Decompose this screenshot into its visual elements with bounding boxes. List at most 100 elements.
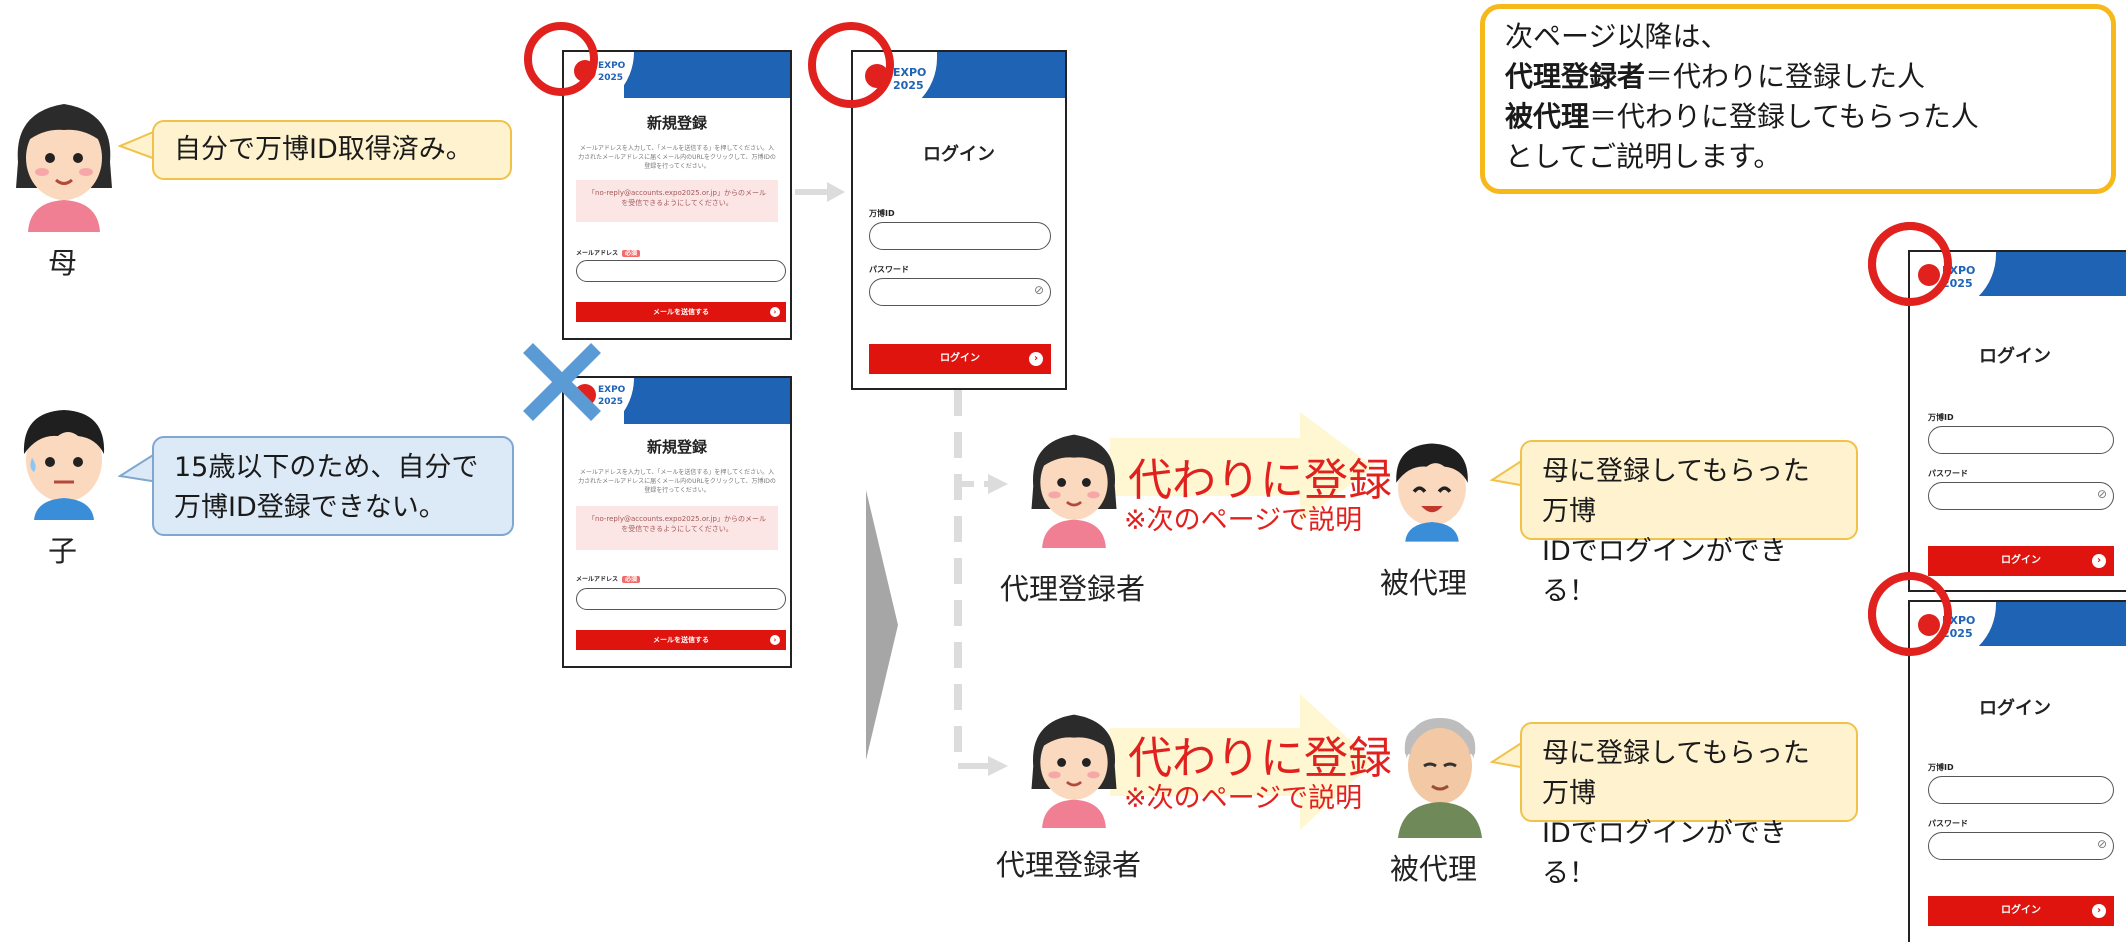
registrant-avatar-row1	[1031, 434, 1117, 548]
mother-avatar	[16, 104, 112, 232]
chevron-right-icon: ›	[1029, 352, 1043, 366]
note-line1: 次ページ以降は、	[1505, 20, 1729, 53]
id-label: 万博ID	[869, 209, 895, 218]
id-label: 万博ID	[1928, 413, 1954, 422]
proxy-register-note: ※次のページで説明	[1124, 505, 1363, 536]
registrant-label-row1: 代理登録者	[1000, 572, 1146, 606]
highlight-ring	[1868, 572, 1952, 656]
login-button[interactable]: ログイン ›	[1928, 896, 2114, 926]
header-band	[624, 52, 790, 98]
proxied-bubble-tail-row1	[1490, 457, 1526, 487]
register-description: メールアドレスを入力して、「メールを送信する」を押してください。入力されたメール…	[578, 145, 776, 170]
proxy-arrow-row1	[1110, 412, 1374, 522]
header-band	[1970, 602, 2126, 646]
login-title: ログイン	[1979, 346, 2051, 367]
register-title: 新規登録	[646, 114, 707, 132]
note-line3: 被代理＝代わりに登録してもらった人	[1505, 97, 2091, 137]
proxy-arrow-row2	[1110, 694, 1374, 830]
chevron-right-icon: ›	[2092, 554, 2106, 568]
highlight-ring	[524, 22, 598, 96]
proxied-elder-avatar	[1398, 718, 1482, 838]
note-line4: としてご説明します。	[1505, 140, 1782, 173]
id-input[interactable]	[1928, 426, 2114, 454]
email-input[interactable]	[576, 588, 786, 610]
chevron-right-icon: ›	[770, 307, 780, 317]
register-notice-box: 「no-reply@accounts.expo2025.or.jp」からのメール…	[576, 180, 778, 222]
eye-off-icon[interactable]: ⊘	[2096, 487, 2107, 501]
proxied-bubble-line2: IDでログインができる！	[1542, 818, 1787, 889]
proxy-register-label: 代わりに登録	[1128, 733, 1392, 784]
child-speech-bubble: 15歳以下のため、自分で 万博ID登録できない。	[152, 436, 514, 536]
mother-bubble-text: 自分で万博ID取得済み。	[174, 134, 473, 165]
registrant-label-row2: 代理登録者	[996, 848, 1142, 882]
child-bubble-line1: 15歳以下のため、自分で	[174, 452, 479, 483]
child-label: 子	[48, 534, 78, 568]
chevron-right-icon: ›	[2092, 904, 2106, 918]
mother-bubble-tail	[118, 129, 158, 161]
password-label: パスワード	[1928, 469, 1968, 478]
id-input[interactable]	[869, 222, 1051, 250]
proxied-child-avatar	[1396, 443, 1468, 542]
proxied-bubble-tail-row2	[1490, 739, 1526, 769]
send-mail-button[interactable]: メールを送信する ›	[576, 302, 786, 322]
register-title: 新規登録	[646, 438, 707, 456]
chevron-right-icon: ›	[770, 635, 780, 645]
note-def-registrant: ＝代わりに登録した人	[1645, 60, 1926, 93]
email-label: メールアドレス必須	[576, 574, 641, 583]
child-bubble-tail	[118, 451, 158, 483]
login-title: ログイン	[1979, 698, 2051, 719]
mother-speech-bubble: 自分で万博ID取得済み。	[152, 120, 512, 180]
highlight-ring	[808, 22, 894, 108]
id-label: 万博ID	[1928, 763, 1954, 772]
password-input[interactable]: ⊘	[1928, 832, 2114, 860]
mother-label: 母	[48, 246, 78, 280]
send-mail-button[interactable]: メールを送信する ›	[576, 630, 786, 650]
proxied-bubble-line2: IDでログインができる！	[1542, 536, 1787, 607]
register-notice-box: 「no-reply@accounts.expo2025.or.jp」からのメール…	[576, 506, 778, 550]
note-term-proxied: 被代理	[1505, 100, 1590, 133]
email-input[interactable]	[576, 260, 786, 282]
child-bubble-line2: 万博ID登録できない。	[174, 492, 446, 523]
proxy-register-note: ※次のページで説明	[1124, 783, 1363, 814]
login-button[interactable]: ログイン ›	[869, 344, 1051, 374]
flow-triangle-arrow	[866, 490, 898, 760]
proxied-bubble-line1: 母に登録してもらった万博	[1542, 738, 1810, 809]
proxied-speech-bubble-row2: 母に登録してもらった万博 IDでログインができる！	[1520, 722, 1858, 889]
register-description: メールアドレスを入力して、「メールを送信する」を押してください。入力されたメール…	[578, 469, 776, 494]
login-title: ログイン	[923, 144, 995, 165]
note-line2: 代理登録者＝代わりに登録した人	[1505, 57, 2091, 97]
id-input[interactable]	[1928, 776, 2114, 804]
note-def-proxied: ＝代わりに登録してもらった人	[1589, 100, 1979, 133]
flow-arrow-register-to-login	[795, 182, 845, 202]
email-label: メールアドレス必須	[576, 248, 641, 257]
child-avatar	[23, 410, 105, 520]
login-button[interactable]: ログイン ›	[1928, 546, 2114, 576]
proxy-register-label: 代わりに登録	[1128, 455, 1392, 506]
proxied-label-row1: 被代理	[1380, 566, 1468, 600]
eye-off-icon[interactable]: ⊘	[2096, 837, 2107, 851]
terminology-note: 次ページ以降は、 代理登録者＝代わりに登録した人 被代理＝代わりに登録してもらっ…	[1480, 4, 2116, 194]
eye-off-icon[interactable]: ⊘	[1033, 283, 1044, 297]
password-label: パスワード	[1928, 819, 1968, 828]
password-input[interactable]: ⊘	[1928, 482, 2114, 510]
registrant-avatar-row2	[1031, 714, 1117, 828]
dashed-flow-line	[954, 390, 1008, 776]
proxied-bubble-line1: 母に登録してもらった万博	[1542, 456, 1810, 527]
header-band	[1970, 252, 2126, 296]
password-label: パスワード	[869, 265, 909, 274]
note-term-registrant: 代理登録者	[1505, 60, 1646, 93]
cross-mark-icon	[523, 343, 601, 421]
proxied-label-row2: 被代理	[1390, 852, 1478, 886]
proxied-speech-bubble-row1: 母に登録してもらった万博 IDでログインができる！	[1520, 440, 1858, 607]
highlight-ring	[1868, 222, 1952, 306]
password-input[interactable]: ⊘	[869, 278, 1051, 306]
header-band	[624, 378, 790, 424]
